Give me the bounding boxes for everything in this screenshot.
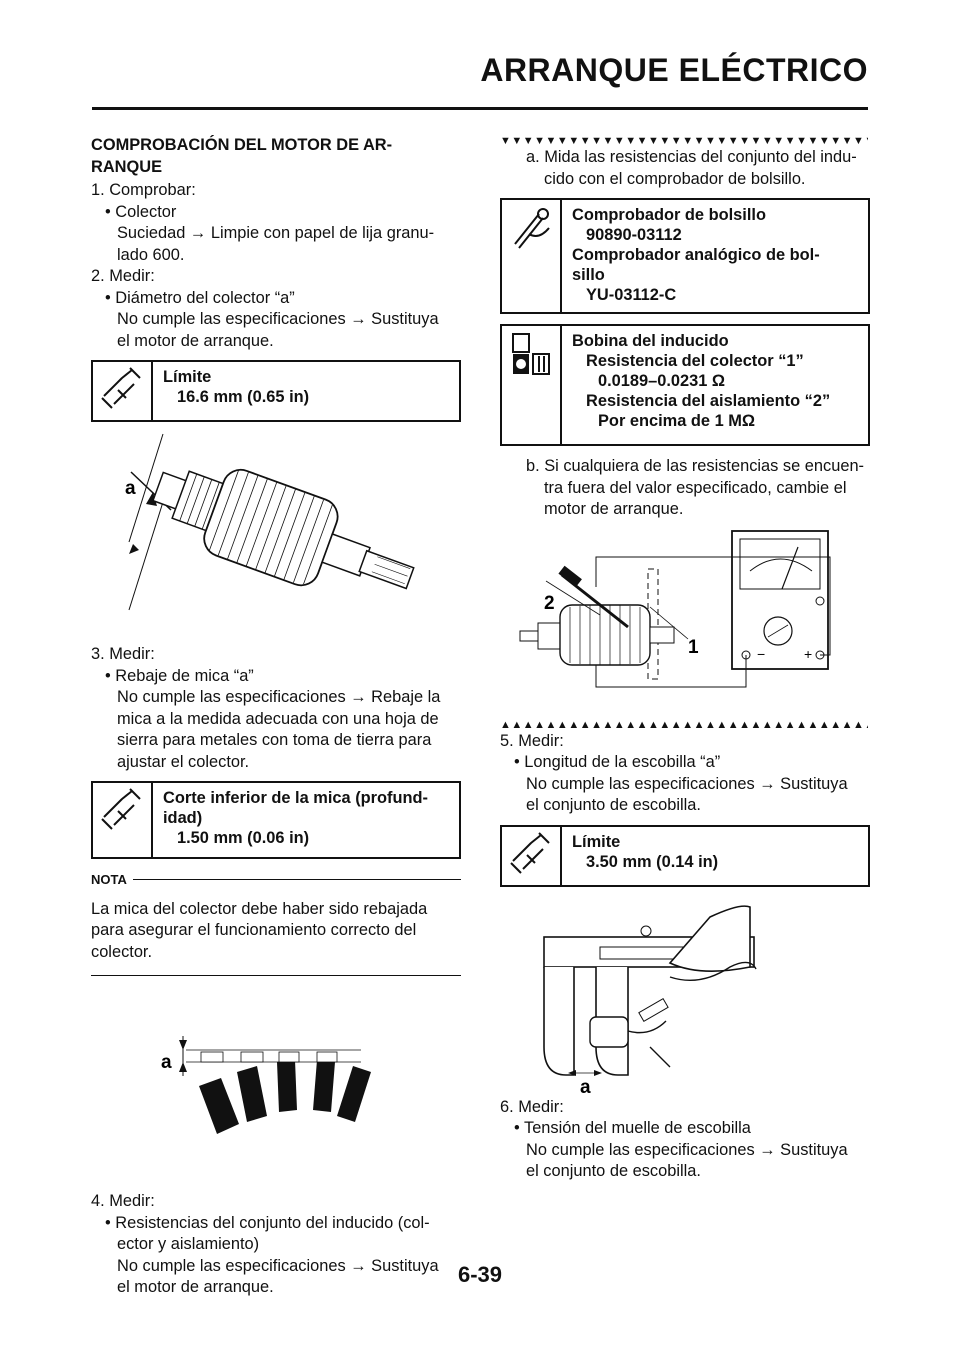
figure-label-2: 2: [544, 593, 555, 614]
armature-figure: a: [91, 432, 461, 644]
step-5: 5. Medir:: [500, 731, 564, 750]
step-1-text-1: Suciedad → Limpie con papel de lija gran…: [117, 224, 435, 242]
step-4-bullet-1: • Resistencias del conjunto del inducido…: [105, 1213, 430, 1232]
page-number: 6-39: [457, 1262, 503, 1287]
step-6-text-2: el conjunto de escobilla.: [526, 1162, 701, 1180]
spec-value: 1.50 mm (0.06 in): [177, 829, 310, 847]
tester-figure: − + 2 1: [500, 527, 870, 719]
spec-title: Corte inferior de la mica (profund-: [163, 789, 429, 807]
caliper-icon: [502, 826, 562, 885]
spec-box-limit-1: Límite 16.6 mm (0.65 in): [91, 360, 461, 422]
caliper-icon: [93, 362, 153, 420]
step-4-bullet-2: ector y aislamiento): [117, 1235, 260, 1253]
spec-subtitle-1: Resistencia del colector “1”: [586, 352, 804, 370]
step-1-text-2: lado 600.: [117, 245, 185, 264]
spec-box-limit-2: Límite 3.50 mm (0.14 in): [500, 824, 870, 887]
step-1-bullet: • Colector: [105, 202, 177, 221]
substep-b: b. Si cualquiera de las resistencias se …: [526, 457, 865, 518]
step-3-text-3: sierra para metales con toma de tierra p…: [117, 731, 432, 749]
step-1: 1. Comprobar:: [91, 181, 196, 199]
mica-figure: a: [91, 976, 461, 1191]
spec-value-1: 0.0189–0.0231 Ω: [598, 372, 726, 390]
figure-label-a: a: [580, 1077, 591, 1097]
right-column: ▼▼▼▼▼▼▼▼▼▼▼▼▼▼▼▼▼▼▼▼▼▼▼▼▼▼▼▼▼▼▼▼▼ a. Mid…: [500, 135, 870, 1183]
tool-icon: [502, 200, 562, 312]
tool-box: Comprobador de bolsillo 90890-03112 Comp…: [500, 198, 870, 314]
note-heading: NOTA: [91, 869, 461, 891]
step-5-text-2: el conjunto de escobilla.: [526, 796, 701, 814]
step-4-text-2: el motor de arranque.: [117, 1278, 274, 1296]
spec-value: 16.6 mm (0.65 in): [177, 388, 310, 406]
tool-name-2: Comprobador analógico de bol-: [572, 246, 820, 264]
spec-box-mica: Corte inferior de la mica (profund- idad…: [91, 781, 461, 859]
step-3-text-2: mica a la medida adecuada con una hoja d…: [117, 709, 439, 728]
spec-title: Bobina del inducido: [572, 332, 729, 350]
step-2: 2. Medir:: [91, 267, 155, 285]
figure-label-1: 1: [688, 637, 699, 658]
tool-number-2: YU-03112-C: [586, 286, 677, 304]
tool-number: 90890-03112: [586, 226, 682, 244]
step-6: 6. Medir:: [500, 1097, 564, 1116]
step-2-bullet: • Diámetro del colector “a”: [105, 288, 295, 307]
figure-label-a: a: [161, 1052, 172, 1073]
spec-subtitle-2: Resistencia del aislamiento “2”: [586, 392, 831, 410]
note-body: La mica del colector debe haber sido reb…: [91, 899, 428, 961]
step-5-bullet: • Longitud de la escobilla “a”: [514, 753, 721, 771]
spec-title: Límite: [163, 368, 212, 386]
spec-box-coil: Bobina del inducido Resistencia del cole…: [500, 324, 870, 446]
procedure-end-marker: ▲▲▲▲▲▲▲▲▲▲▲▲▲▲▲▲▲▲▲▲▲▲▲▲▲▲▲▲▲▲▲▲▲: [500, 718, 868, 731]
section-heading: COMPROBACIÓN DEL MOTOR DE AR-RANQUE: [91, 136, 393, 176]
figure-label-a: a: [125, 478, 136, 499]
step-2-text-2: el motor de arranque.: [117, 331, 274, 350]
spec-value: 3.50 mm (0.14 in): [586, 852, 719, 871]
left-column: COMPROBACIÓN DEL MOTOR DE AR-RANQUE 1. C…: [91, 135, 461, 1299]
step-3-text-1: No cumple las especificaciones → Rebaje …: [117, 688, 441, 706]
step-6-bullet: • Tensión del muelle de escobilla: [514, 1119, 751, 1137]
caliper-icon: [93, 783, 153, 857]
step-4-text-1: No cumple las especificaciones → Sustitu…: [117, 1256, 439, 1275]
tool-name-2b: sillo: [572, 266, 605, 284]
step-3-text-4: ajustar el colector.: [117, 752, 250, 771]
step-5-text-1: No cumple las especificaciones → Sustitu…: [526, 774, 848, 793]
brush-caliper-figure: a: [500, 897, 870, 1098]
step-6-text-1: No cumple las especificaciones → Sustitu…: [526, 1140, 848, 1159]
procedure-start-marker: ▼▼▼▼▼▼▼▼▼▼▼▼▼▼▼▼▼▼▼▼▼▼▼▼▼▼▼▼▼▼▼▼▼: [500, 135, 868, 147]
spec-value-2: Por encima de 1 MΩ: [598, 412, 756, 430]
tester-plus: +: [804, 646, 812, 662]
step-2-text-1: No cumple las especificaciones → Sustitu…: [117, 310, 439, 328]
step-4: 4. Medir:: [91, 1192, 155, 1210]
step-3-bullet: • Rebaje de mica “a”: [105, 666, 254, 685]
tool-name: Comprobador de bolsillo: [572, 206, 766, 224]
multimeter-icon: [502, 326, 562, 444]
note-end-rule: [91, 975, 461, 976]
title-rule: [92, 107, 868, 110]
substep-a: a. Mida las resistencias del conjunto de…: [526, 148, 857, 188]
spec-title-2: idad): [163, 809, 203, 827]
step-3: 3. Medir:: [91, 645, 155, 663]
spec-title: Límite: [572, 832, 621, 851]
tester-minus: −: [757, 646, 765, 662]
page-title: ARRANQUE ELÉCTRICO: [480, 52, 868, 88]
